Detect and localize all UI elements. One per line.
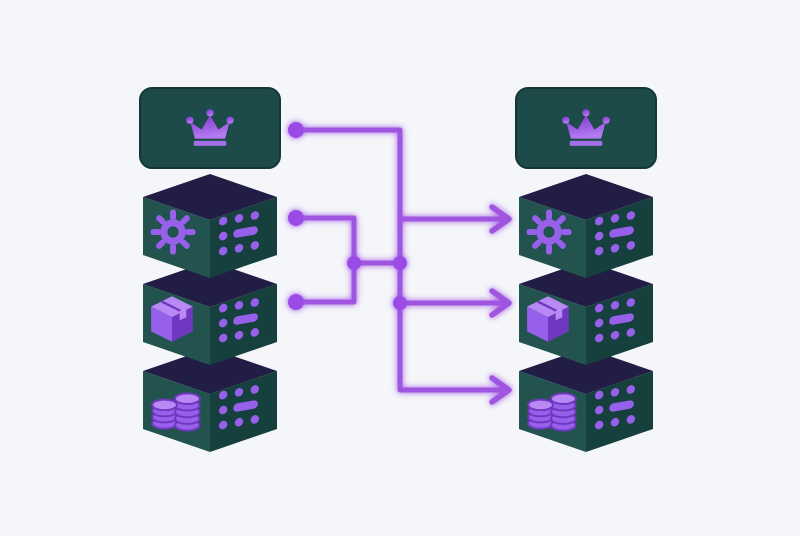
data-dots-icon — [594, 298, 636, 343]
connector-line-gear-to-junction — [293, 215, 403, 266]
cube-gear — [143, 174, 277, 278]
crown-card — [139, 87, 281, 169]
junction-dot — [347, 256, 361, 270]
crown-icon — [186, 109, 234, 146]
cube-right-face — [210, 197, 277, 278]
data-dots-icon — [218, 211, 260, 256]
cube-package — [519, 261, 653, 365]
source-dot — [288, 210, 304, 226]
cube-right-face — [586, 284, 653, 365]
cube-right-face — [586, 197, 653, 278]
data-dots-icon — [218, 385, 260, 430]
crown-icon — [562, 109, 610, 146]
source-dot — [288, 122, 304, 138]
crown-card — [515, 87, 657, 169]
data-dots-icon — [594, 211, 636, 256]
arrow-right-icon — [489, 204, 512, 234]
package-icon — [151, 296, 193, 342]
cube-coins — [519, 348, 653, 452]
package-icon — [527, 296, 569, 342]
arrow-right-icon — [489, 288, 512, 318]
connector-network — [288, 122, 512, 405]
stacks-layer — [139, 87, 657, 452]
junction-dot — [393, 256, 407, 270]
coins-icon — [527, 392, 577, 432]
left-stack — [139, 87, 281, 452]
cube-gear — [519, 174, 653, 278]
data-dots-icon — [594, 385, 636, 430]
gear-icon — [150, 209, 196, 255]
connector-line-package-to-junction — [293, 260, 357, 305]
coins-icon — [151, 392, 201, 432]
gear-icon — [526, 209, 572, 255]
junction-dot — [393, 296, 407, 310]
cube-right-face — [586, 371, 653, 452]
source-dot — [288, 294, 304, 310]
cube-package — [143, 261, 277, 365]
cube-right-face — [210, 371, 277, 452]
arrow-right-icon — [489, 375, 512, 405]
cube-right-face — [210, 284, 277, 365]
cube-coins — [143, 348, 277, 452]
data-dots-icon — [218, 298, 260, 343]
right-stack — [515, 87, 657, 452]
